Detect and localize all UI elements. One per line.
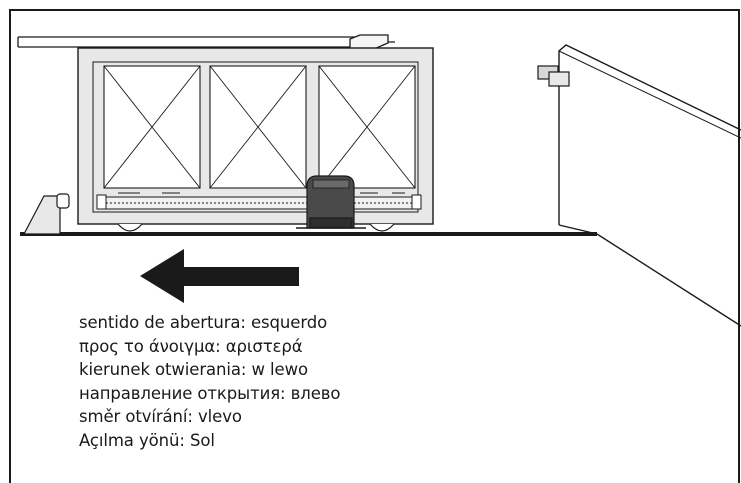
- caption-portuguese: sentido de abertura: esquerdo: [79, 313, 328, 332]
- diagram-border: [9, 9, 740, 483]
- sliding-gate: [77, 47, 434, 232]
- gate-panels: [103, 65, 416, 189]
- gate-post: [558, 44, 741, 327]
- caption-russian: направление открытия: влево: [79, 383, 341, 403]
- panel-cross-braces: [103, 65, 416, 189]
- gear-rack: [97, 196, 421, 210]
- opening-direction-captions: sentido de abertura: esquerdo προς το άν…: [79, 311, 340, 453]
- gate-wheels: [117, 223, 395, 232]
- caption-greek: προς το άνοιγμα: αριστερά: [79, 336, 303, 356]
- caption-czech: směr otvírání: vlevo: [79, 407, 242, 427]
- rack-brackets: [96, 192, 422, 210]
- receiving-bracket: [537, 65, 570, 87]
- gate-motor: [296, 175, 366, 229]
- end-stop: [23, 193, 70, 235]
- caption-turkish: Açılma yönü: Sol: [79, 430, 215, 450]
- gate-inner-frame: [92, 61, 419, 213]
- caption-polish: kierunek otwierania: w lewo: [79, 360, 308, 380]
- guide-rail: [17, 36, 395, 48]
- arrow-left-icon: [140, 249, 299, 303]
